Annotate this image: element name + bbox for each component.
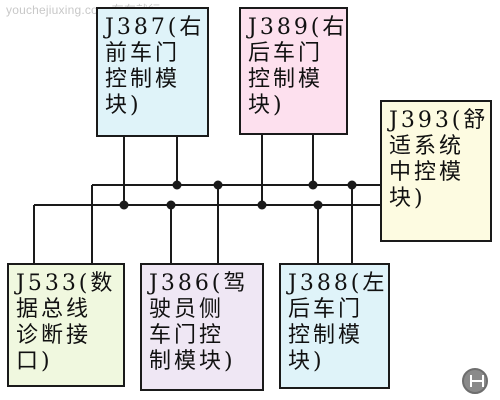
module-j389: J389(右 后车门 控制模 块) bbox=[239, 7, 348, 135]
junction-dot bbox=[213, 180, 223, 190]
junction-dot bbox=[166, 200, 176, 210]
junction-dot bbox=[313, 200, 323, 210]
module-j388: J388(左 后车门 控制模 块) bbox=[279, 263, 390, 389]
gear-shift-icon bbox=[462, 368, 488, 394]
junction-dot bbox=[308, 180, 318, 190]
junction-dot bbox=[347, 180, 357, 190]
module-j533: J533(数 据总线 诊断接 口) bbox=[7, 263, 125, 387]
junction-dot bbox=[257, 200, 267, 210]
module-j393: J393(舒 适系统 中控模 块) bbox=[380, 100, 492, 242]
module-j387: J387(右 前车门 控制模 块) bbox=[96, 7, 209, 137]
module-j386: J386(驾 驶员侧 车门控 制模块) bbox=[140, 263, 264, 391]
junction-dot bbox=[172, 180, 182, 190]
junction-dot bbox=[119, 200, 129, 210]
